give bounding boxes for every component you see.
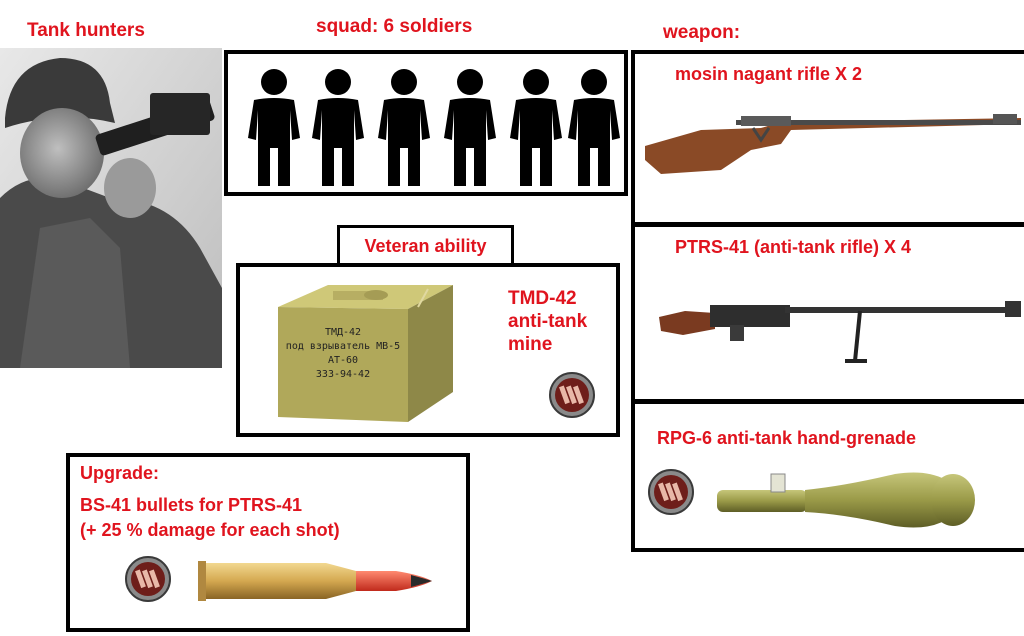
- crate-text-line: 333-94-42: [316, 369, 370, 380]
- weapon-header: weapon:: [663, 22, 741, 43]
- crate-text-line: АТ-60: [328, 355, 358, 366]
- weapon-label: PTRS-41 (anti-tank rifle) X 4: [675, 237, 912, 257]
- rpg-6-grenade-image: [717, 472, 975, 528]
- page-title: Tank hunters: [27, 20, 145, 41]
- upgrade-panel: Upgrade: BS-41 bullets for PTRS-41 (+ 25…: [66, 453, 470, 632]
- upgrade-ability-icon[interactable]: [124, 555, 172, 603]
- upgrade-line: BS-41 bullets for PTRS-41: [80, 495, 303, 515]
- crate-text-line: ТМД-42: [325, 327, 361, 338]
- soldier-icon: [510, 69, 562, 186]
- squad-panel: [224, 50, 628, 196]
- soldier-icon: [568, 69, 620, 186]
- soldier-icon: [444, 69, 496, 186]
- mosin-nagant-rifle-image: [645, 114, 1021, 174]
- veteran-item: TMD-42 anti-tank mine: [508, 287, 587, 356]
- tmd-42-crate-image: ТМД-42 под взрыватель МВ-5 АТ-60 333-94-…: [278, 285, 453, 422]
- anti-tank-ability-icon[interactable]: [548, 371, 596, 419]
- weapon-panel-mosin: mosin nagant rifle X 2: [631, 50, 1024, 226]
- weapon-label: mosin nagant rifle X 2: [675, 64, 863, 84]
- bs-41-bullet-image: [198, 561, 432, 601]
- veteran-item-line: mine: [508, 334, 553, 355]
- squad-label: squad: 6 soldiers: [316, 16, 473, 37]
- veteran-item-line: TMD-42: [508, 288, 577, 309]
- upgrade-description: BS-41 bullets for PTRS-41 (+ 25 % damage…: [80, 493, 340, 543]
- veteran-tab: Veteran ability: [337, 225, 514, 267]
- ptrs-41-rifle-image: [659, 301, 1021, 363]
- weapon-panel-ptrs: PTRS-41 (anti-tank rifle) X 4: [631, 223, 1024, 403]
- veteran-item-line: anti-tank: [508, 311, 588, 332]
- veteran-panel: ТМД-42 под взрыватель МВ-5 АТ-60 333-94-…: [236, 263, 620, 437]
- soldier-icon: [312, 69, 364, 186]
- veteran-label: Veteran ability: [364, 236, 487, 256]
- crate-text-line: под взрыватель МВ-5: [286, 341, 400, 352]
- soldier-icon: [378, 69, 430, 186]
- grenade-ability-icon[interactable]: [647, 468, 695, 516]
- weapon-panel-rpg6: RPG-6 anti-tank hand-grenade: [631, 400, 1024, 552]
- upgrade-label: Upgrade:: [80, 463, 160, 483]
- soldier-photo: [0, 48, 222, 368]
- upgrade-line: (+ 25 % damage for each shot): [80, 520, 340, 540]
- weapon-label: RPG-6 anti-tank hand-grenade: [657, 428, 917, 448]
- soldier-icon: [248, 69, 300, 186]
